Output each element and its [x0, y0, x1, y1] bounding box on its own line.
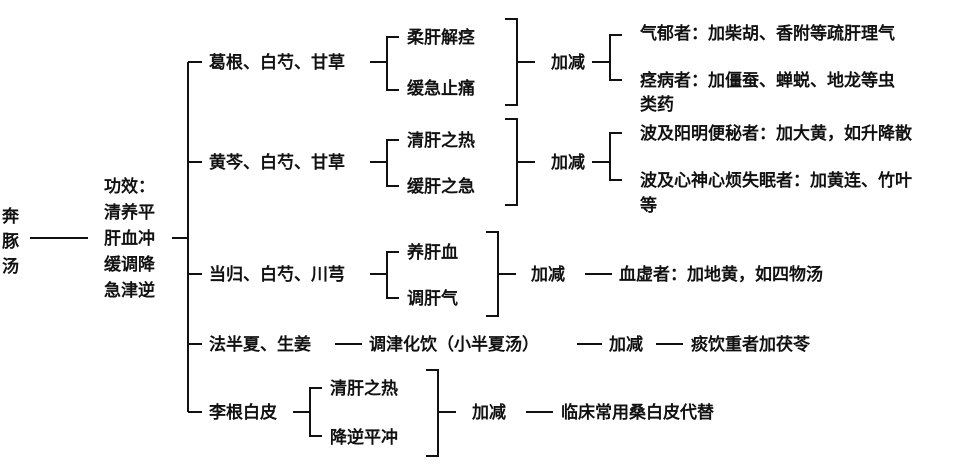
herbs-label: 当归、白芍、川芎: [209, 264, 345, 285]
herbs-label: 法半夏、生姜: [209, 334, 311, 355]
modifier-label: 加减: [550, 52, 585, 73]
close-bracket: [426, 369, 439, 457]
result-label: 痉病者：加僵蚕、蝉蜕、地龙等虫: [640, 70, 895, 91]
result-label: 类药: [640, 94, 674, 115]
result-label: 等: [640, 195, 657, 216]
modifier-label: 加减: [550, 152, 585, 173]
efficacy-line: 急津逆: [104, 280, 155, 301]
open-bracket: [386, 36, 399, 91]
effect-label: 清肝之热: [407, 130, 475, 151]
root-title-char: 豚: [2, 232, 19, 252]
root-title-char: 奔: [1, 206, 20, 227]
herbs-label: 黄芩、白芍、甘草: [209, 152, 345, 173]
effect-label: 缓肝之急: [407, 176, 475, 197]
effect-label: 调津化饮（小半夏汤）: [369, 334, 539, 355]
close-bracket: [505, 18, 518, 106]
effect-label: 养肝血: [406, 242, 458, 263]
efficacy-line: 肝血冲: [104, 228, 155, 249]
open-bracket: [309, 387, 322, 437]
result-label: 临床常用桑白皮代替: [561, 402, 715, 423]
open-bracket: [609, 34, 622, 81]
result-label: 波及阳明便秘者：加大黄，如升降散: [640, 123, 913, 144]
efficacy-line: 清养平: [104, 202, 155, 223]
close-bracket: [486, 231, 499, 317]
modifier-label: 加减: [608, 334, 643, 355]
result-label: 痰饮重者加茯苓: [691, 334, 811, 355]
efficacy-line: 功效：: [104, 176, 155, 197]
open-bracket: [386, 251, 399, 299]
close-bracket: [505, 118, 518, 206]
result-label: 波及心神心烦失眠者：加黄连、竹叶: [640, 170, 912, 191]
modifier-label: 加减: [530, 264, 565, 285]
efficacy-line: 缓调降: [104, 254, 156, 275]
result-label: 气郁者：加柴胡、香附等疏肝理气: [639, 23, 895, 44]
root-title-char: 汤: [2, 257, 19, 277]
effect-label: 降逆平冲: [330, 427, 398, 448]
effect-label: 缓急止痛: [407, 78, 475, 99]
result-label: 血虚者：加地黄，如四物汤: [619, 264, 823, 285]
herbs-label: 葛根、白芍、甘草: [208, 52, 345, 73]
effect-label: 柔肝解痉: [407, 27, 475, 48]
effect-label: 清肝之热: [330, 378, 398, 399]
open-bracket: [609, 132, 622, 181]
herbs-label: 李根白皮: [209, 402, 277, 423]
open-bracket: [386, 139, 399, 187]
modifier-label: 加减: [471, 402, 506, 423]
effect-label: 调肝气: [407, 288, 458, 309]
